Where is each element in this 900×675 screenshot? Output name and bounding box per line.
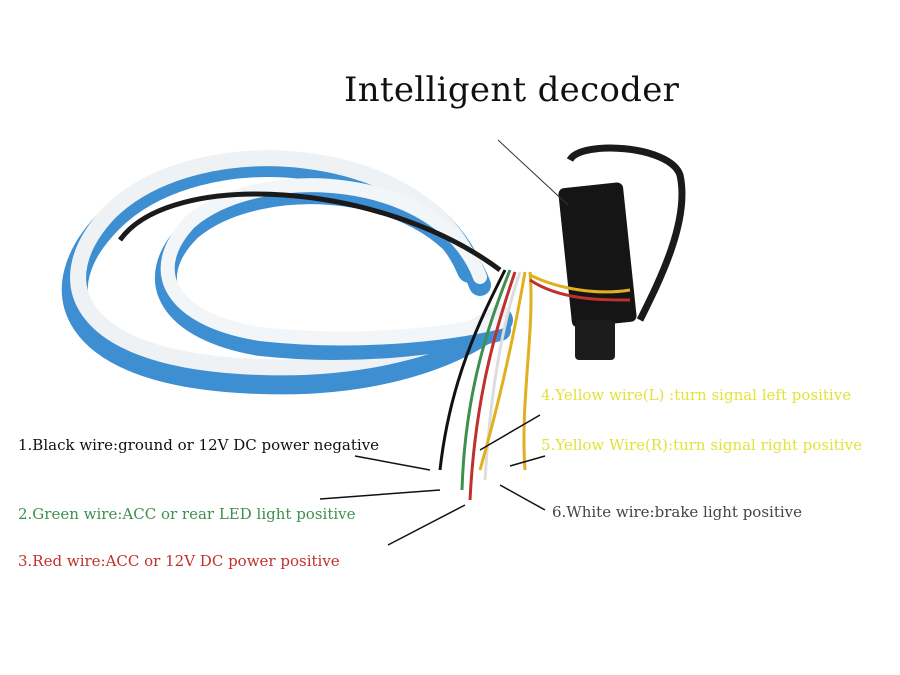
pointer-lines: [319, 414, 546, 546]
decoder-box: [558, 182, 637, 360]
label-red-wire: 3.Red wire:ACC or 12V DC power positive: [18, 552, 340, 570]
diagram-title: Intelligent decoder: [344, 70, 680, 110]
label-white-wire: 6.White wire:brake light positive: [552, 503, 803, 521]
label-yellow-left-wire: 4.Yellow wire(L) :turn signal left posit…: [541, 386, 852, 404]
title-pointer-line: [497, 139, 569, 206]
wire-bundle: [438, 269, 631, 501]
label-black-wire: 1.Black wire:ground or 12V DC power nega…: [18, 436, 380, 454]
label-green-wire: 2.Green wire:ACC or rear LED light posit…: [18, 505, 356, 523]
decoder-loop-cable: [566, 144, 686, 322]
black-cable: [117, 191, 502, 273]
label-yellow-right-wire: 5.Yellow Wire(R):turn signal right posit…: [541, 436, 862, 454]
led-strip: [61, 150, 513, 395]
